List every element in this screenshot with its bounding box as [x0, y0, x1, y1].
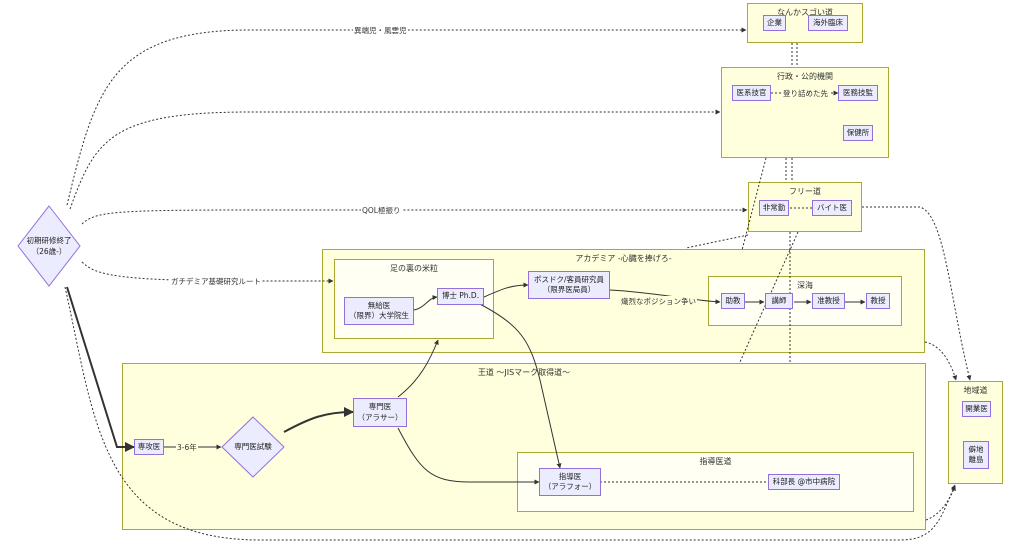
- edge-senmon-to-hakase: [397, 339, 439, 398]
- subgraph-title: 指導医道: [699, 457, 732, 466]
- subgraph-title: 足の裏の米粒: [390, 264, 438, 273]
- edge-mukyu-to-hakase: [413, 295, 438, 311]
- edge-start-to-senkoi: [66, 286, 135, 452]
- edge-start-to-gyosei: [69, 109, 721, 210]
- shiken-diamond-node[interactable]: 専門医試験: [221, 416, 285, 478]
- node-hakase[interactable]: 博士 Ph.D.: [437, 288, 484, 305]
- node-baito[interactable]: バイト医: [812, 200, 852, 216]
- node-imu[interactable]: 医務技監: [838, 85, 878, 101]
- start-label: 初期研修終了 （26歳-）: [26, 235, 72, 256]
- node-senmon[interactable]: 専門医 （アラサー）: [353, 398, 407, 427]
- edge-hakase-to-shidoi: [477, 302, 562, 469]
- subgraph-gyosei: 行政・公的機関: [721, 67, 889, 158]
- edge-label-years: 3-6年: [176, 442, 198, 453]
- edge-label-position: 熾烈なポジション争い: [620, 296, 697, 307]
- edge-academia-to-chiiki: [924, 341, 958, 381]
- subgraph-title: 行政・公的機関: [777, 72, 833, 81]
- subgraph-title: フリー道: [789, 187, 821, 196]
- diamond-shape: [17, 205, 81, 287]
- edge-label-noboritsumeta: 登り詰めた先: [782, 88, 829, 99]
- node-ikei[interactable]: 医系技官: [732, 85, 771, 101]
- edge-senmon-to-shidoi: [397, 427, 540, 485]
- node-jokyo[interactable]: 助教: [721, 293, 745, 309]
- node-hokenjo[interactable]: 保健所: [843, 125, 873, 141]
- edge-shiken-to-senmon: [283, 407, 354, 433]
- edge-free-to-chiiki: [862, 206, 972, 381]
- node-koshi[interactable]: 講師: [765, 293, 793, 309]
- edge-start-to-nanka: [66, 27, 747, 206]
- edge-gyosei-tie-2: [785, 158, 793, 182]
- edge-label-gachi: ガチデミア基礎研究ルート: [170, 276, 262, 287]
- node-kigyo[interactable]: 企業: [763, 15, 786, 31]
- node-posudoku[interactable]: ポスドク/客員研究員 （限界医局員）: [528, 271, 610, 299]
- subgraph-title: アカデミア -心臓を捧げろ-: [575, 254, 672, 263]
- node-hekichi[interactable]: 僻地 離島: [963, 441, 989, 469]
- edge-hakase-to-posudoku: [483, 282, 529, 298]
- edge-label-qol: QOL極振り: [361, 205, 402, 216]
- edge-start-to-free: [81, 207, 748, 225]
- node-hijokin[interactable]: 非常勤: [759, 200, 789, 216]
- node-mukyu[interactable]: 無給医 （限界）大学院生: [344, 297, 414, 325]
- edge-nanka-tie: [791, 43, 798, 67]
- shiken-label: 専門医試験: [234, 442, 272, 452]
- node-kaigai[interactable]: 海外臨床: [808, 15, 848, 31]
- edge-odo-to-chiiki: [925, 485, 956, 521]
- edge-free-tie-3: [685, 234, 749, 249]
- subgraph-title: 王道 〜JISマーク取得道〜: [477, 368, 571, 377]
- node-bucho[interactable]: 科部長 @市中病院: [768, 474, 840, 490]
- node-senkoi[interactable]: 専攻医: [134, 439, 164, 455]
- node-shidoi[interactable]: 指導医 （アラフォー）: [539, 468, 601, 496]
- subgraph-title: 深海: [797, 281, 813, 290]
- edge-label-itan: 異端児・風雲児: [353, 25, 408, 36]
- node-kaigyo[interactable]: 開業医: [962, 401, 991, 417]
- start-diamond-node[interactable]: 初期研修終了 （26歳-）: [17, 205, 81, 287]
- node-junkyoju[interactable]: 准教授: [812, 293, 845, 309]
- subgraph-title: 地域道: [963, 386, 988, 395]
- node-kyoju[interactable]: 教授: [866, 293, 890, 309]
- subgraph-title: なんかスゴい道: [777, 8, 833, 17]
- edge-start-to-chiiki: [64, 286, 956, 541]
- diamond-shape: [221, 416, 285, 478]
